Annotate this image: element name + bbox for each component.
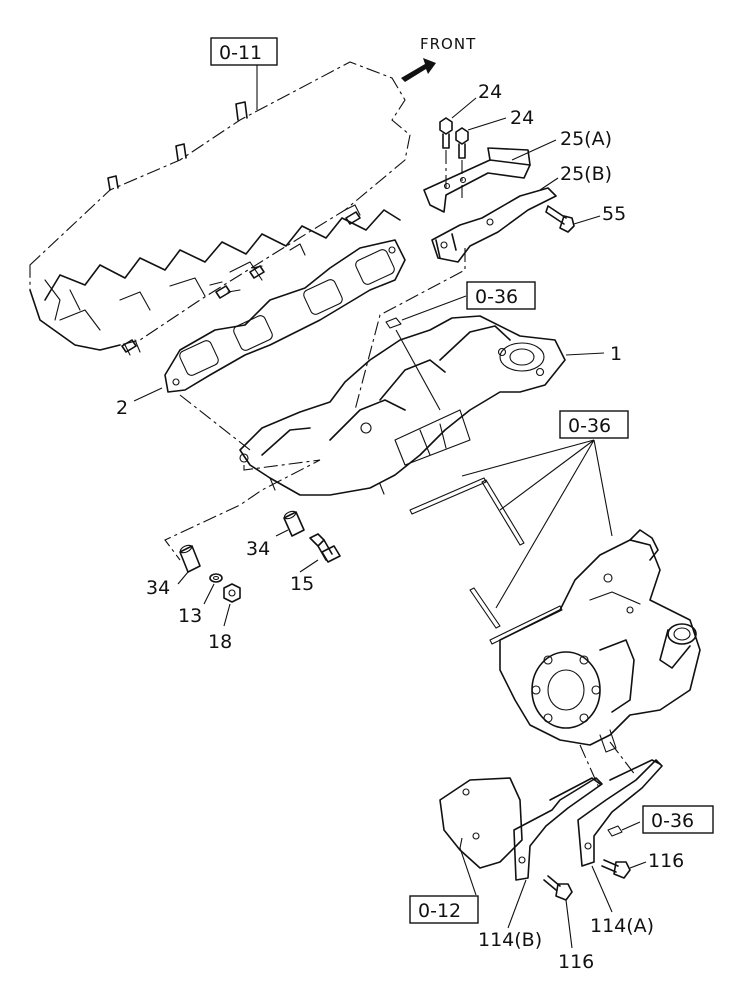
leader-24b xyxy=(467,117,507,131)
bracket-114b xyxy=(513,777,603,881)
bolt-24-a xyxy=(439,117,453,149)
callout-15: 15 xyxy=(290,573,314,595)
ref-manifold-top: 0-36 xyxy=(475,286,518,308)
leader-1 xyxy=(565,352,605,356)
leader-18 xyxy=(223,603,231,627)
bolt-24-b xyxy=(455,127,469,159)
bracket-25b xyxy=(431,187,557,263)
callout-24a: 24 xyxy=(478,81,502,103)
washer-13 xyxy=(209,573,223,583)
ref-box-cyl-head xyxy=(210,37,278,66)
leader-ref-manifold-2 xyxy=(395,329,441,411)
ref-box-block xyxy=(409,895,479,924)
front-label: FRONT xyxy=(420,35,476,53)
turbocharger xyxy=(499,529,701,753)
callout-13: 13 xyxy=(178,605,202,627)
centerline-bracket xyxy=(354,248,466,411)
ref-cyl-head: 0-11 xyxy=(219,42,262,64)
callout-34a: 34 xyxy=(246,538,270,560)
leader-34b xyxy=(177,571,189,585)
bolt-55 xyxy=(545,205,575,233)
cylinder-head xyxy=(29,61,411,356)
studs xyxy=(121,211,361,353)
leader-25a xyxy=(511,139,557,161)
bolt-116-right xyxy=(601,859,631,879)
ref-bracket-side: 0-36 xyxy=(651,810,694,832)
leader-114b xyxy=(507,879,527,929)
ref-box-turbo xyxy=(559,410,629,439)
centerline-gasket xyxy=(179,394,251,451)
leader-ref-turbo xyxy=(461,439,613,609)
heat-shield-bolt-icon xyxy=(385,317,402,329)
callout-34b: 34 xyxy=(146,577,170,599)
centerline-fasteners xyxy=(164,459,321,561)
ref-box-bracket xyxy=(642,805,714,834)
leader-116b xyxy=(565,899,573,949)
callout-116a: 116 xyxy=(648,850,684,872)
leader-ref-manifold xyxy=(401,295,467,321)
turbo-gasket xyxy=(409,477,563,645)
leader-ref-bracket xyxy=(621,821,641,831)
callout-24b: 24 xyxy=(510,107,534,129)
bracket-25a xyxy=(423,147,531,213)
exhaust-manifold xyxy=(239,315,566,496)
leader-24a xyxy=(451,97,477,119)
callout-114a: 114(A) xyxy=(590,915,654,937)
centerline-turbo-brackets xyxy=(579,741,637,791)
nut-18 xyxy=(223,583,241,603)
leader-114a xyxy=(591,865,613,913)
engine-bracket-plate xyxy=(439,777,523,869)
bracket-114a xyxy=(577,759,663,867)
callout-114b: 114(B) xyxy=(478,929,542,951)
stud-15 xyxy=(309,533,341,563)
leader-13 xyxy=(203,583,215,605)
callout-1: 1 xyxy=(610,343,622,365)
leader-ref-block xyxy=(459,837,477,896)
callout-116b: 116 xyxy=(558,951,594,973)
callout-55: 55 xyxy=(602,203,626,225)
leader-116a xyxy=(629,861,647,869)
leader-25b xyxy=(539,177,559,191)
leader-34a xyxy=(275,529,289,537)
spacer-34-lower xyxy=(179,544,201,573)
leader-2 xyxy=(133,387,163,402)
callout-18: 18 xyxy=(208,631,232,653)
leader-55 xyxy=(573,215,601,225)
callout-2: 2 xyxy=(116,397,128,419)
ref-box-manifold xyxy=(466,281,536,310)
callout-25a: 25(A) xyxy=(560,128,612,150)
bolt-116-lower xyxy=(543,875,573,901)
ref-engine-block: 0-12 xyxy=(418,900,461,922)
leader-15 xyxy=(299,559,319,573)
front-arrow-icon xyxy=(401,58,436,82)
callout-25b: 25(B) xyxy=(560,163,612,185)
manifold-gasket xyxy=(164,239,406,393)
spacer-34-upper xyxy=(283,510,305,537)
bracket-bolt-icon xyxy=(607,825,623,837)
ref-turbo: 0-36 xyxy=(568,415,611,437)
